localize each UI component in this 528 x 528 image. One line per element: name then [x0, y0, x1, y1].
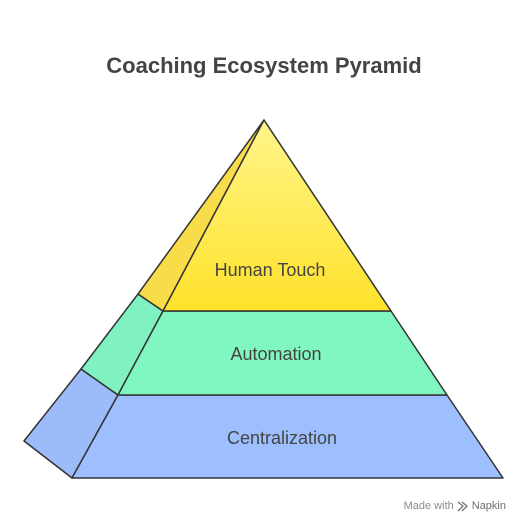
layer-label-centralization: Centralization [227, 428, 337, 448]
napkin-logo-icon [457, 500, 468, 511]
watermark: Made with Napkin [404, 500, 506, 512]
human-touch-front-face [162, 119, 392, 312]
layer-label-human-touch: Human Touch [215, 260, 326, 280]
watermark-brand: Napkin [471, 500, 506, 512]
watermark-prefix: Made with [403, 500, 454, 512]
layer-label-automation: Automation [230, 344, 321, 364]
diagram-title: Coaching Ecosystem Pyramid [106, 53, 422, 78]
